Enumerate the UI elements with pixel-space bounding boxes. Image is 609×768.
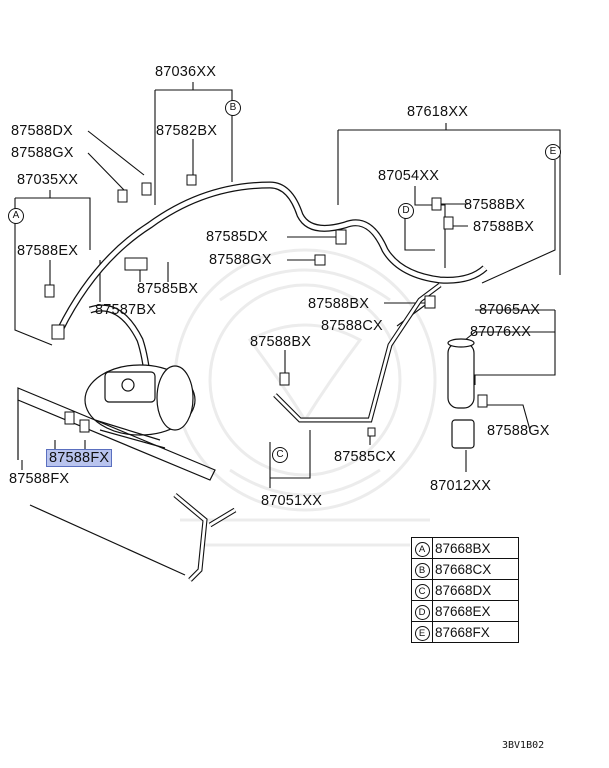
label-87585CX[interactable]: 87585CX — [334, 449, 396, 465]
label-87588BX-b[interactable]: 87588BX — [473, 219, 535, 235]
label-87051XX[interactable]: 87051XX — [261, 493, 323, 509]
label-87588FX-highlighted[interactable]: 87588FX — [45, 449, 113, 467]
legend-part: 87668FX — [432, 621, 519, 643]
legend-key: E — [414, 625, 430, 641]
legend-part: 87668CX — [432, 558, 519, 580]
callout-a: A — [8, 208, 24, 224]
label-87588DX[interactable]: 87588DX — [11, 123, 73, 139]
callout-c: C — [272, 447, 288, 463]
label-87036XX[interactable]: 87036XX — [155, 64, 217, 80]
callout-e: E — [545, 144, 561, 160]
label-87588GX-top[interactable]: 87588GX — [11, 145, 74, 161]
condenser-frame — [17, 387, 216, 576]
callout-b: B — [225, 100, 241, 116]
label-87588BX-c[interactable]: 87588BX — [308, 296, 370, 312]
compressor — [84, 364, 196, 449]
label-87054XX[interactable]: 87054XX — [378, 168, 440, 184]
receiver-drier — [447, 338, 475, 449]
label-87587BX[interactable]: 87587BX — [95, 302, 157, 318]
legend-part: 87668DX — [432, 579, 519, 601]
label-87076XX[interactable]: 87076XX — [470, 324, 532, 340]
diagram-code: 3BV1B02 — [502, 740, 545, 751]
legend-key: C — [414, 583, 430, 599]
legend-key: B — [414, 562, 430, 578]
label-87585DX[interactable]: 87585DX — [206, 229, 268, 245]
label-87588BX-d[interactable]: 87588BX — [250, 334, 312, 350]
leader-lines — [14, 82, 561, 488]
legend-key: D — [414, 604, 430, 620]
label-87588BX-a[interactable]: 87588BX — [464, 197, 526, 213]
label-87585BX[interactable]: 87585BX — [137, 281, 199, 297]
label-87588GX-mid[interactable]: 87588GX — [209, 252, 272, 268]
label-87588GX-right[interactable]: 87588GX — [487, 423, 550, 439]
label-87588CX[interactable]: 87588CX — [321, 318, 383, 334]
label-87582BX[interactable]: 87582BX — [156, 123, 218, 139]
label-87588EX[interactable]: 87588EX — [17, 243, 79, 259]
callout-d: D — [398, 203, 414, 219]
fasteners — [44, 174, 488, 437]
label-87035XX[interactable]: 87035XX — [17, 172, 79, 188]
label-87012XX[interactable]: 87012XX — [430, 478, 492, 494]
legend-key: A — [414, 541, 430, 557]
legend-part: 87668EX — [432, 600, 519, 622]
label-87065AX[interactable]: 87065AX — [479, 302, 541, 318]
label-87618XX[interactable]: 87618XX — [407, 104, 469, 120]
label-87588FX[interactable]: 87588FX — [9, 471, 70, 487]
legend-part: 87668BX — [432, 537, 519, 559]
